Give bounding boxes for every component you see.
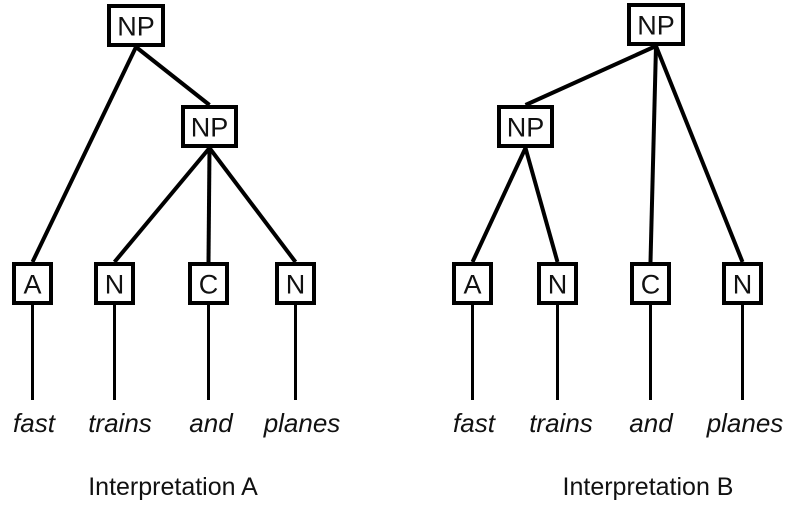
tree-node-np[interactable]: NP: [627, 3, 685, 46]
tree-edge: [206, 147, 212, 263]
node-label: NP: [191, 113, 229, 143]
terminal-word: planes: [263, 408, 341, 438]
word-layer: fast trains and planes fast trains and planes: [13, 408, 783, 438]
node-box: [497, 105, 554, 148]
tree-edge: [523, 147, 560, 263]
tree-node-np[interactable]: NP: [107, 4, 165, 47]
node-box: [94, 262, 135, 305]
tree-edge: [30, 46, 138, 263]
node-label: C: [199, 270, 219, 300]
terminal-word: fast: [453, 408, 497, 438]
tree-caption: Interpretation A: [88, 473, 258, 501]
node-box: [275, 262, 316, 305]
terminal-word: and: [629, 408, 674, 438]
node-box: [630, 262, 671, 305]
node-label: C: [641, 270, 661, 300]
node-label: A: [23, 270, 41, 300]
tree-node-n[interactable]: N: [275, 262, 316, 305]
node-label: N: [286, 270, 306, 300]
tree-edge: [524, 44, 657, 107]
node-label: NP: [117, 12, 155, 42]
node-label: NP: [507, 113, 545, 143]
node-label: A: [463, 270, 481, 300]
node-box: [188, 262, 229, 305]
caption-layer: Interpretation A Interpretation B: [88, 473, 733, 501]
edge-layer: [30, 44, 745, 264]
tree-edge: [134, 45, 211, 107]
tree-node-a[interactable]: A: [12, 262, 53, 305]
node-label: N: [105, 270, 125, 300]
tree-node-n[interactable]: N: [537, 262, 578, 305]
tree-node-c[interactable]: C: [630, 262, 671, 305]
node-box: [12, 262, 53, 305]
node-box: [722, 262, 763, 305]
tree-node-np[interactable]: NP: [181, 105, 238, 148]
tree-edge: [654, 45, 745, 263]
node-box: [107, 4, 165, 47]
tree-node-c[interactable]: C: [188, 262, 229, 305]
node-label: NP: [637, 11, 675, 41]
tree-node-n[interactable]: N: [722, 262, 763, 305]
tree-caption: Interpretation B: [563, 473, 734, 501]
node-box: [452, 262, 493, 305]
tree-edge: [112, 146, 212, 264]
tree-edge: [648, 45, 658, 263]
node-label: N: [548, 270, 568, 300]
tree-node-a[interactable]: A: [452, 262, 493, 305]
terminal-word: trains: [88, 408, 152, 438]
node-layer: NP NP A N C N NP NP A N C N: [12, 3, 763, 305]
terminal-word: trains: [529, 408, 593, 438]
tree-node-np[interactable]: NP: [497, 105, 554, 148]
tree-node-n[interactable]: N: [94, 262, 135, 305]
node-box: [537, 262, 578, 305]
node-box: [627, 3, 685, 46]
node-label: N: [733, 270, 753, 300]
terminal-word: fast: [13, 408, 57, 438]
stem-layer: [31, 305, 744, 400]
node-box: [181, 105, 238, 148]
terminal-word: and: [189, 408, 234, 438]
terminal-word: planes: [706, 408, 784, 438]
tree-edge: [207, 146, 298, 264]
tree-edge: [470, 147, 528, 263]
